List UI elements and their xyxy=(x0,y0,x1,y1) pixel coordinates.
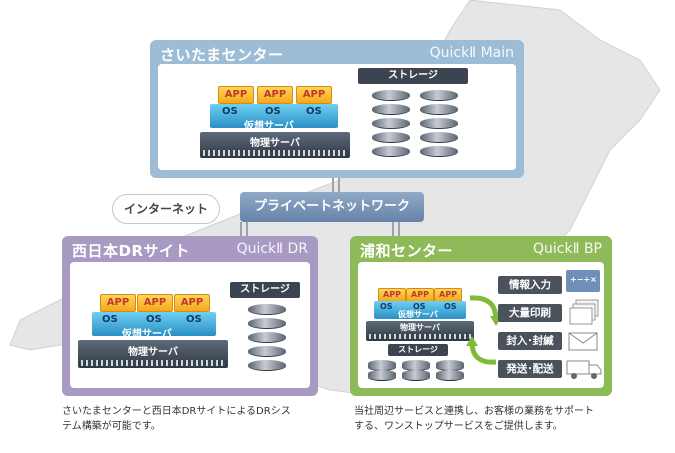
caption-bp: 当社周辺サービスと連携し、お客様の業務をサポート する、ワンストップサービスをご… xyxy=(354,404,616,434)
dr-site-panel: 西日本DRサイト QuickⅡ DR APP APP APP OS OS OS … xyxy=(62,236,318,396)
virtual-server-label: 仮想サーバ xyxy=(398,310,438,319)
connector-line xyxy=(398,222,400,236)
saitama-center-panel: さいたまセンター QuickⅡ Main APP APP APP OS OS O… xyxy=(150,40,524,178)
panel-brand: QuickⅡ BP xyxy=(533,241,602,257)
app-box: APP xyxy=(406,288,434,302)
calculator-glyph: +−÷× xyxy=(570,275,597,284)
disk-icon xyxy=(248,346,286,357)
virtual-server-label: 仮想サーバ xyxy=(244,121,294,132)
app-box: APP xyxy=(137,294,173,312)
disk-icon xyxy=(436,370,464,381)
disk-icon xyxy=(372,132,410,143)
private-network-pill: プライベートネットワーク xyxy=(240,192,424,222)
physical-server-label: 物理サーバ xyxy=(128,347,178,358)
disk-icon xyxy=(402,370,430,381)
calculator-icon: +−÷× xyxy=(566,270,600,292)
panel-header: さいたまセンター QuickⅡ Main xyxy=(150,40,524,64)
panel-title: 西日本DRサイト xyxy=(72,242,191,260)
internet-cloud: インターネット xyxy=(112,194,220,224)
disk-icon xyxy=(372,118,410,129)
disk-icon xyxy=(372,104,410,115)
disk-icon xyxy=(372,90,410,101)
virtual-server-layer xyxy=(374,301,466,319)
caption-line: 当社周辺サービスと連携し、お客様の業務をサポート xyxy=(354,406,594,417)
app-box: APP xyxy=(434,288,462,302)
disk-icon xyxy=(420,118,458,129)
panel-header: 西日本DRサイト QuickⅡ DR xyxy=(62,236,318,260)
server-vents xyxy=(81,360,225,366)
virtual-server-layer xyxy=(92,312,216,336)
caption-dr: さいたまセンターと西日本DRサイトによるDRシス テム構築が可能です。 xyxy=(62,404,322,434)
os-label: OS xyxy=(186,314,202,325)
virtual-server-label: 仮想サーバ xyxy=(122,329,172,340)
connector-line xyxy=(392,222,394,236)
virtual-server-layer xyxy=(210,104,338,128)
storage-header: ストレージ xyxy=(230,282,300,298)
caption-line: さいたまセンターと西日本DRサイトによるDRシス xyxy=(62,406,291,417)
connector-line xyxy=(332,178,334,192)
app-box: APP xyxy=(218,86,254,104)
panel-brand: QuickⅡ DR xyxy=(236,241,308,257)
panel-body: APP APP APP OS OS OS 仮想サーバ 物理サーバ ストレージ 情… xyxy=(358,262,604,388)
storage-header: ストレージ xyxy=(358,68,468,84)
connector-line xyxy=(246,222,248,236)
disk-icon xyxy=(420,104,458,115)
os-label: OS xyxy=(380,302,393,311)
os-label: OS xyxy=(444,302,457,311)
disk-icon xyxy=(368,370,396,381)
panel-brand: QuickⅡ Main xyxy=(429,45,514,61)
disk-icon xyxy=(372,146,410,157)
service-data-entry: 情報入力 xyxy=(498,276,562,294)
disk-icon xyxy=(248,360,286,371)
app-box: APP xyxy=(100,294,136,312)
caption-line: テム構築が可能です。 xyxy=(62,421,161,432)
urawa-center-panel: 浦和センター QuickⅡ BP APP APP APP OS OS OS 仮想… xyxy=(350,236,612,396)
os-label: OS xyxy=(146,314,162,325)
service-mass-printing: 大量印刷 xyxy=(498,304,562,322)
os-label: OS xyxy=(265,106,281,117)
paper-stack-icon xyxy=(569,299,599,325)
server-vents xyxy=(203,150,347,156)
app-box: APP xyxy=(296,86,332,104)
physical-server-label: 物理サーバ xyxy=(400,323,440,332)
physical-server: 物理サーバ xyxy=(78,340,228,368)
cycle-arrows-icon xyxy=(466,295,502,365)
panel-title: さいたまセンター xyxy=(160,46,284,64)
disk-icon xyxy=(420,132,458,143)
physical-server: 物理サーバ xyxy=(200,132,350,158)
connector-line xyxy=(338,178,340,192)
os-label: OS xyxy=(306,106,322,117)
panel-body: APP APP APP OS OS OS 仮想サーバ 物理サーバ ストレージ xyxy=(70,262,310,388)
envelope-icon xyxy=(568,332,598,351)
disk-icon xyxy=(420,146,458,157)
connector-line xyxy=(240,222,242,236)
caption-line: する、ワンストップサービスをご提供します。 xyxy=(354,421,563,432)
panel-title: 浦和センター xyxy=(360,242,454,260)
service-enclosing-sealing: 封入･封緘 xyxy=(498,332,562,350)
physical-server-label: 物理サーバ xyxy=(250,138,300,149)
panel-header: 浦和センター QuickⅡ BP xyxy=(350,236,612,260)
service-shipping-delivery: 発送･配送 xyxy=(498,360,562,378)
app-box: APP xyxy=(257,86,293,104)
os-label: OS xyxy=(102,314,118,325)
server-vents xyxy=(369,334,471,339)
physical-server: 物理サーバ xyxy=(366,321,474,341)
storage-header: ストレージ xyxy=(388,344,448,356)
disk-icon xyxy=(248,304,286,315)
panel-body: APP APP APP OS OS OS 仮想サーバ 物理サーバ ストレージ xyxy=(158,64,516,170)
app-box: APP xyxy=(174,294,210,312)
disk-icon xyxy=(420,90,458,101)
delivery-truck-icon xyxy=(566,360,602,379)
disk-icon xyxy=(248,318,286,329)
disk-icon xyxy=(248,332,286,343)
os-label: OS xyxy=(222,106,238,117)
app-box: APP xyxy=(378,288,406,302)
os-label: OS xyxy=(413,302,426,311)
